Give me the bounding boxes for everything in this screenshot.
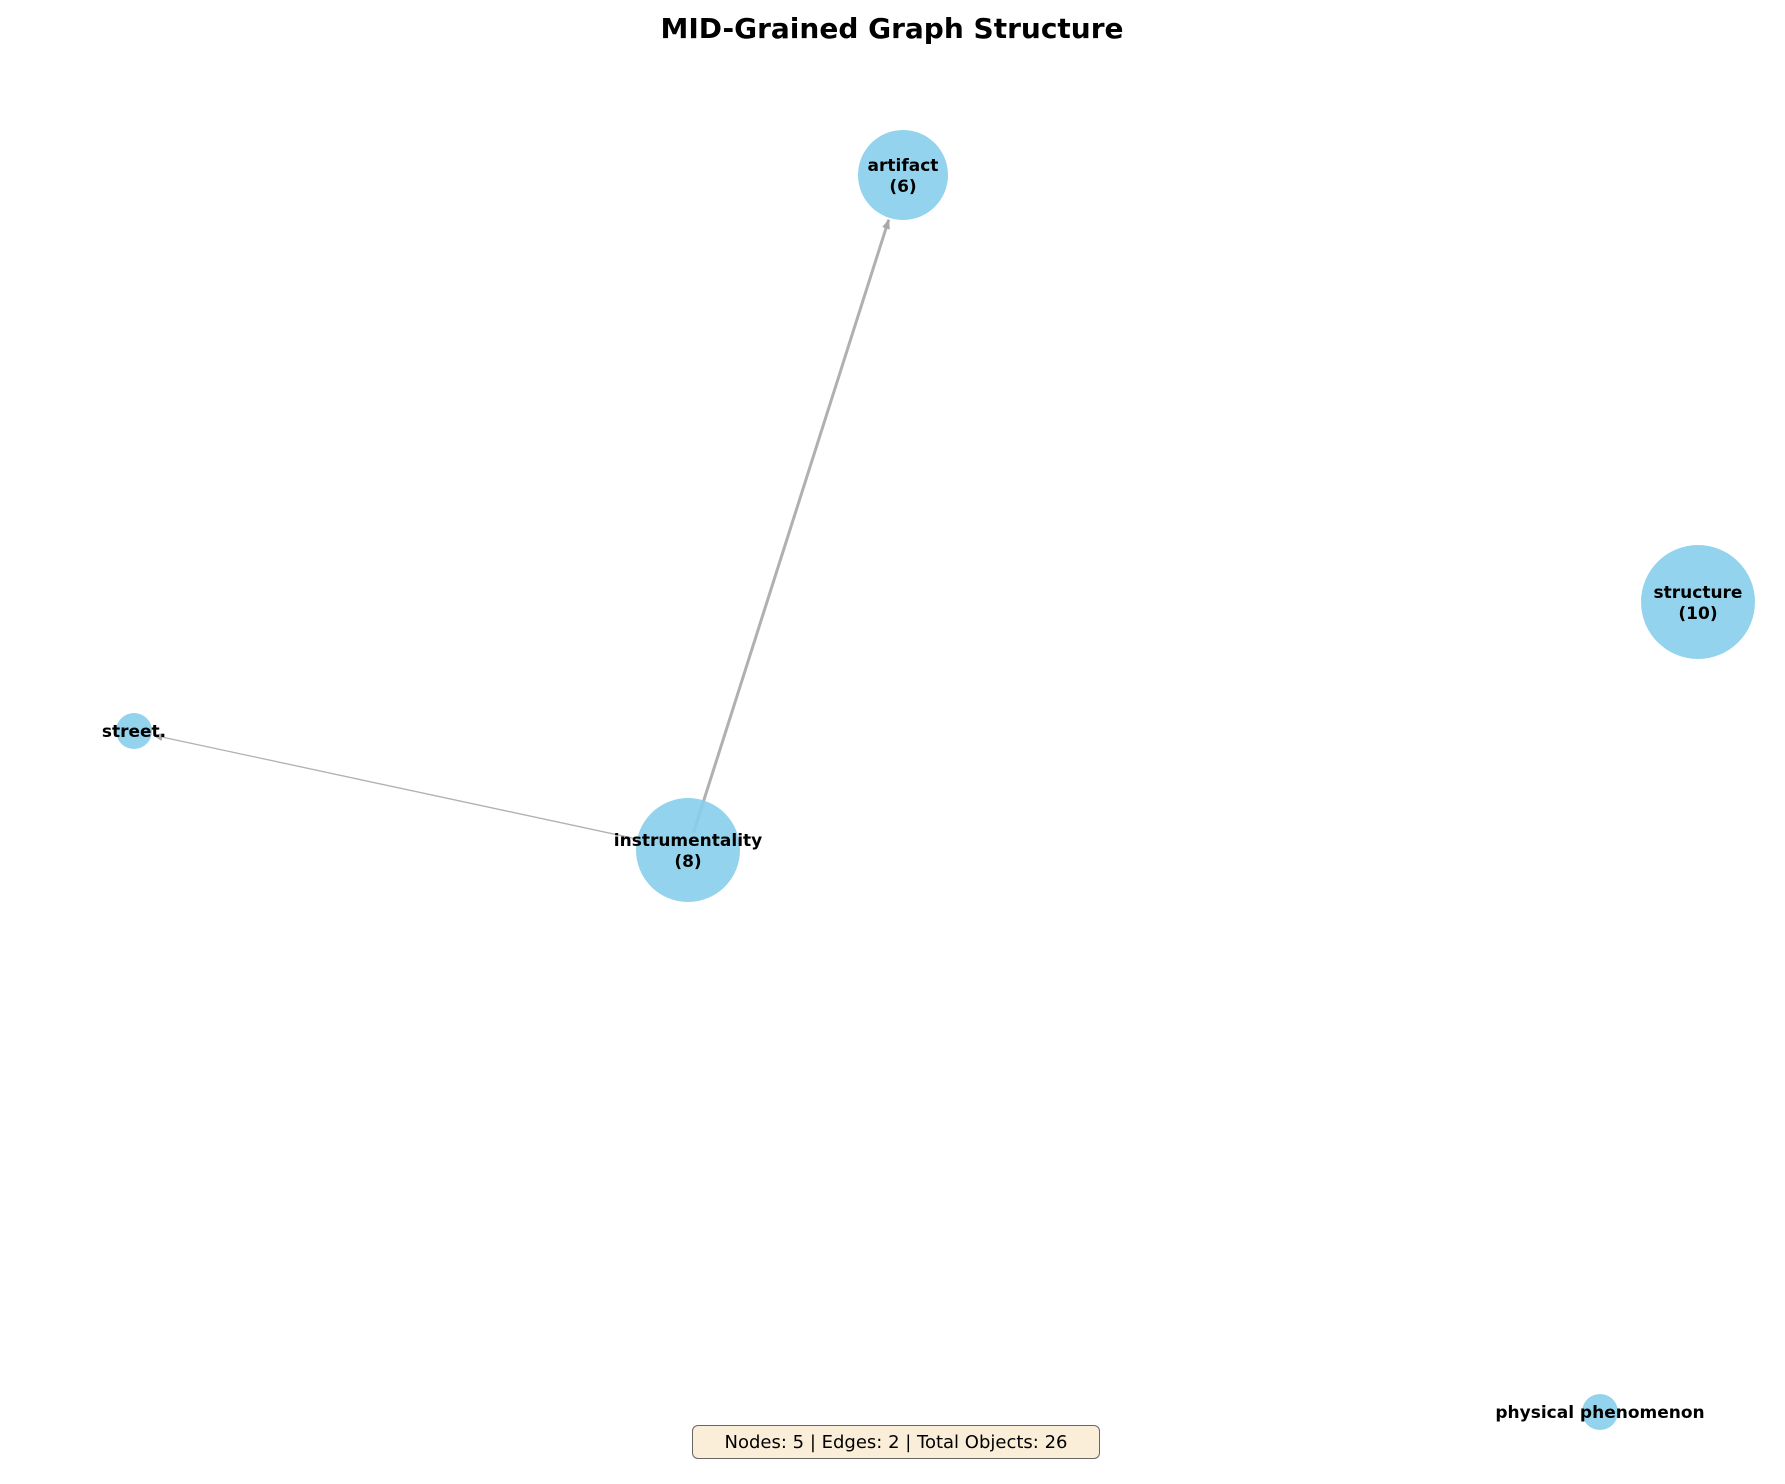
node-label-physical-phenomenon: physical phenomenon xyxy=(1495,1403,1704,1423)
node-name-structure: structure xyxy=(1654,583,1743,603)
graph-stats-box: Nodes: 5 | Edges: 2 | Total Objects: 26 xyxy=(692,1425,1100,1459)
node-label-instrumentality: instrumentality(8) xyxy=(614,831,762,872)
node-artifact[interactable] xyxy=(858,130,948,220)
nodes-layer xyxy=(116,130,1755,1430)
graph-title: MID-Grained Graph Structure xyxy=(660,12,1123,45)
node-instrumentality[interactable] xyxy=(636,798,740,902)
node-structure[interactable] xyxy=(1641,545,1755,659)
node-physical-phenomenon[interactable] xyxy=(1582,1394,1618,1430)
graph-stats-text: Nodes: 5 | Edges: 2 | Total Objects: 26 xyxy=(724,1431,1068,1453)
node-count-instrumentality: (8) xyxy=(674,852,701,872)
node-name-artifact: artifact xyxy=(868,156,939,176)
node-label-structure: structure(10) xyxy=(1654,583,1743,624)
node-label-artifact: artifact(6) xyxy=(868,156,939,197)
node-count-artifact: (6) xyxy=(889,177,916,197)
edge-instrumentality-to-artifact xyxy=(692,218,891,834)
edge-instrumentality-to-street xyxy=(152,733,671,847)
edges-layer xyxy=(152,218,891,847)
node-label-street: street. xyxy=(102,722,166,742)
labels-layer: artifact(6) structure(10) street. instrumen… xyxy=(102,156,1743,1423)
node-street[interactable] xyxy=(116,713,152,749)
node-count-structure: (10) xyxy=(1678,604,1717,624)
node-name-instrumentality: instrumentality xyxy=(614,831,762,851)
